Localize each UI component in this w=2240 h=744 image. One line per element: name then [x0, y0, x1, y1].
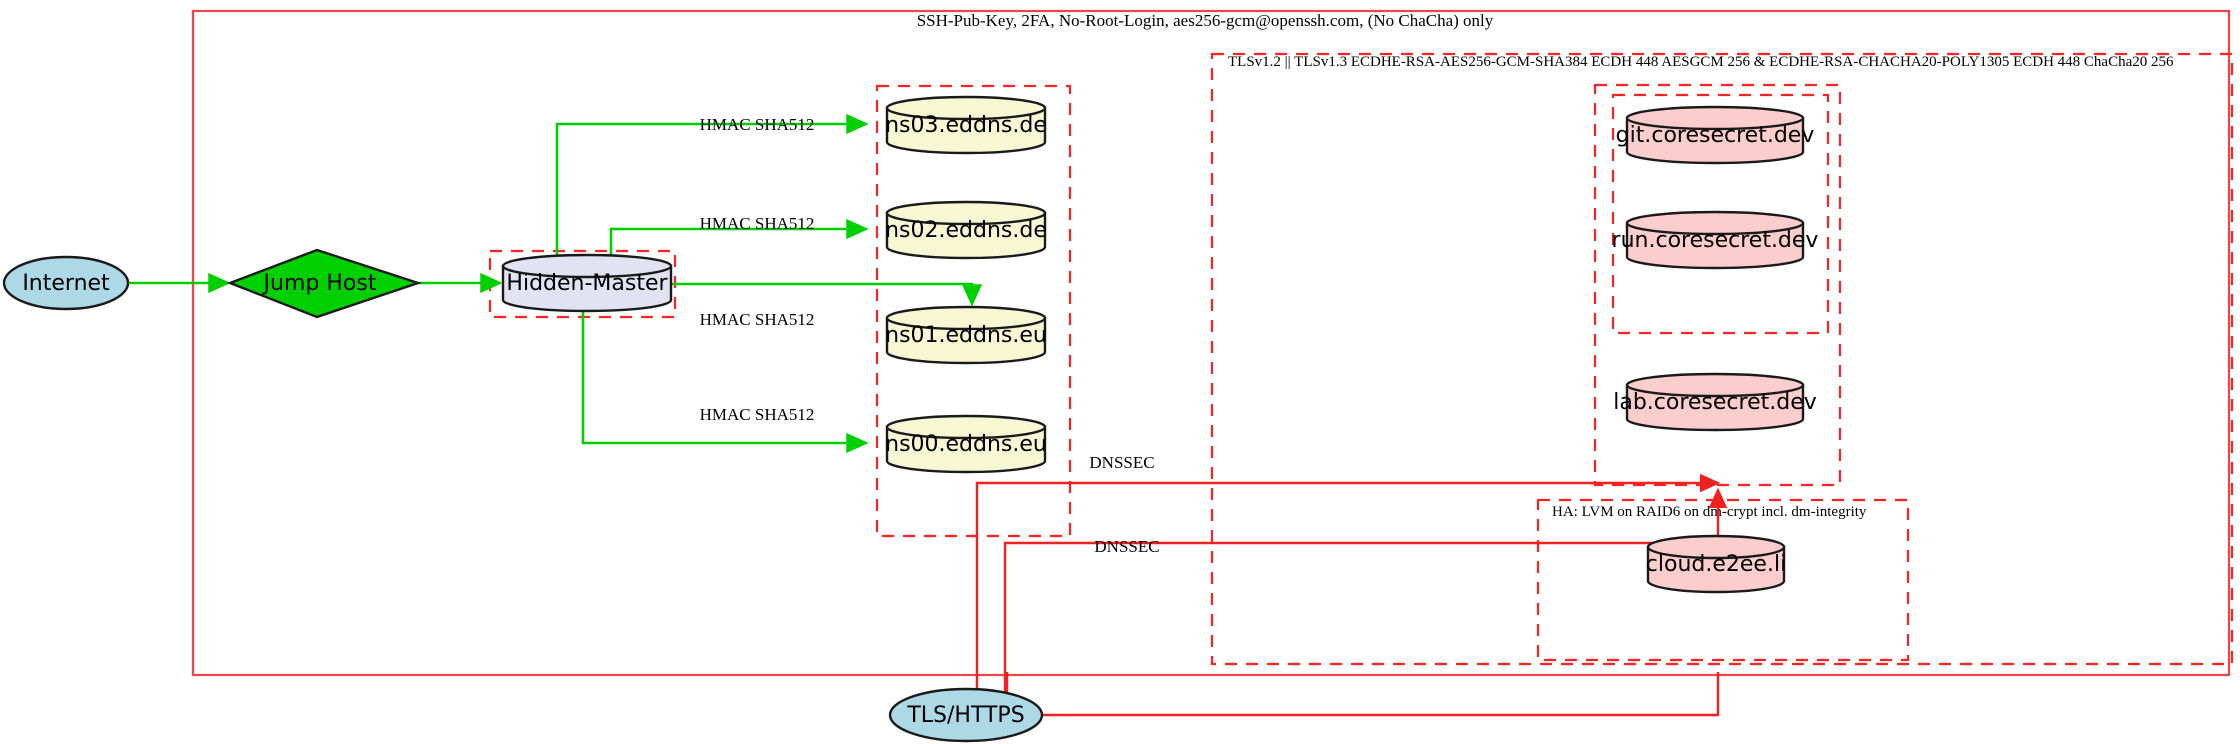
edge-label-dnssec-2: DNSSEC	[1094, 537, 1159, 556]
node-run-coresecret[interactable]: run.coresecret.dev	[1612, 210, 1819, 270]
node-cloud-e2ee[interactable]: cloud.e2ee.li	[1646, 534, 1786, 594]
node-jump-host[interactable]: Jump Host	[226, 248, 422, 319]
edge-hiddenmaster-to-ns00	[581, 310, 869, 454]
node-hidden-master[interactable]: Hidden-Master	[501, 253, 673, 313]
edge-label-hmac-ns03: HMAC SHA512	[700, 115, 815, 134]
tls-group-label: TLSv1.2 || TLSv1.3 ECDHE-RSA-AES256-GCM-…	[1228, 54, 2174, 70]
node-hidden-master-label: Hidden-Master	[506, 271, 668, 296]
node-internet-label: Internet	[22, 271, 110, 296]
edge-label-hmac-ns01: HMAC SHA512	[700, 310, 815, 329]
node-jump-host-label: Jump Host	[262, 271, 377, 296]
node-lab-coresecret[interactable]: lab.coresecret.dev	[1613, 372, 1817, 432]
node-ns02-label: ns02.eddns.de	[885, 218, 1047, 243]
node-tls-https-label: TLS/HTTPS	[906, 703, 1024, 728]
node-ns01-label: ns01.eddns.eu	[885, 323, 1047, 348]
edge-hiddenmaster-to-ns03	[555, 113, 869, 259]
tls-group-box	[1210, 52, 2234, 666]
edge-label-dnssec-1: DNSSEC	[1089, 453, 1154, 472]
edge-dnssec-lower	[1003, 487, 1728, 700]
edge-hiddenmaster-to-ns02	[609, 218, 869, 259]
edge-hiddenmaster-to-ns01	[672, 282, 983, 307]
node-ns02[interactable]: ns02.eddns.de	[885, 200, 1047, 260]
node-internet[interactable]: Internet	[2, 255, 130, 311]
ssh-boundary-box	[191, 9, 2231, 677]
edge-dnssec-upper	[975, 473, 1721, 715]
dns-group-box	[875, 84, 1072, 538]
edge-label-hmac-ns00: HMAC SHA512	[700, 405, 815, 424]
ssh-boundary-label: SSH-Pub-Key, 2FA, No-Root-Login, aes256-…	[917, 11, 1494, 30]
edge-label-hmac-ns02: HMAC SHA512	[700, 214, 815, 233]
node-ns00[interactable]: ns00.eddns.eu	[885, 414, 1047, 474]
node-ns03[interactable]: ns03.eddns.de	[885, 95, 1047, 155]
node-ns00-label: ns00.eddns.eu	[885, 432, 1047, 457]
ha-group-box	[1536, 498, 1910, 662]
node-cloud-label: cloud.e2ee.li	[1646, 552, 1786, 577]
node-git-coresecret[interactable]: git.coresecret.dev	[1616, 105, 1815, 165]
node-ns03-label: ns03.eddns.de	[885, 113, 1047, 138]
coresecret-inner-box	[1611, 93, 1830, 335]
edge-tlshttps-to-boundary	[1043, 672, 1720, 717]
node-tls-https[interactable]: TLS/HTTPS	[888, 687, 1044, 743]
node-run-label: run.coresecret.dev	[1612, 228, 1819, 253]
node-git-label: git.coresecret.dev	[1616, 123, 1815, 148]
ha-group-label: HA: LVM on RAID6 on dm-crypt incl. dm-in…	[1552, 504, 1867, 520]
node-lab-label: lab.coresecret.dev	[1613, 390, 1817, 415]
node-ns01[interactable]: ns01.eddns.eu	[885, 305, 1047, 365]
